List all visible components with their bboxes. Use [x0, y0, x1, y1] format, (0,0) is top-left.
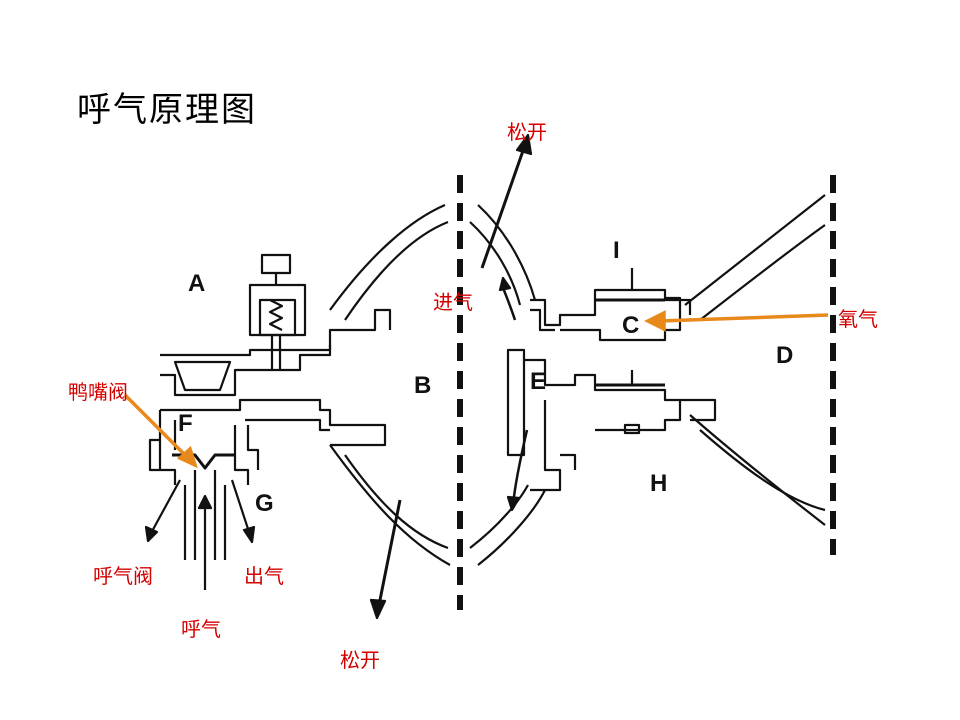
- label-outlet: 出气: [244, 564, 284, 588]
- arrow-duckbill: [123, 393, 190, 460]
- left-dome-top-inner: [344, 220, 449, 321]
- cup: [173, 360, 232, 392]
- page-title: 呼气原理图: [77, 90, 257, 130]
- label-exhale: 呼气: [181, 617, 221, 641]
- arrow-flow-down: [511, 429, 529, 506]
- arrow-exhale-valve: [149, 479, 181, 536]
- arrow-release-bottom: [376, 499, 402, 611]
- shell-top: [684, 194, 826, 306]
- letter-e: E: [530, 368, 547, 395]
- arrow-release-top: [480, 144, 527, 269]
- left-dome-bottom: [329, 444, 451, 566]
- letter-d: D: [776, 342, 794, 369]
- left-dome-bottom-inner: [344, 454, 449, 550]
- letter-h: H: [650, 470, 668, 497]
- label-release-top: 松开: [507, 120, 547, 144]
- right-dome-bottom: [477, 489, 546, 566]
- lower-housing: [160, 398, 387, 447]
- letter-f: F: [178, 410, 193, 437]
- left-dome-top: [329, 203, 446, 311]
- label-release-bottom: 松开: [340, 648, 380, 672]
- label-exhale-valve: 呼气阀: [93, 564, 153, 588]
- arrow-oxygen: [659, 313, 829, 323]
- letter-g: G: [255, 490, 274, 517]
- label-oxygen: 氧气: [838, 307, 878, 331]
- label-duckbill-valve: 鸭嘴阀: [68, 380, 128, 404]
- letter-i: I: [613, 237, 620, 264]
- letter-a: A: [188, 270, 206, 297]
- valve-cap: [260, 253, 292, 275]
- letter-b: B: [414, 372, 432, 399]
- label-intake: 进气: [433, 290, 473, 314]
- shell-top-inner: [699, 224, 826, 321]
- right-dome-bottom-inner: [469, 484, 529, 549]
- letter-c: C: [622, 312, 640, 339]
- shell-bottom: [689, 414, 826, 526]
- diaphragm-e: [506, 348, 526, 457]
- e-housing: [530, 288, 682, 342]
- right-dome-top: [477, 204, 537, 301]
- upper-housing: [160, 308, 392, 357]
- arrow-outlet: [230, 479, 252, 536]
- shell-bottom-inner: [699, 429, 826, 512]
- right-dome-top-inner: [469, 221, 522, 306]
